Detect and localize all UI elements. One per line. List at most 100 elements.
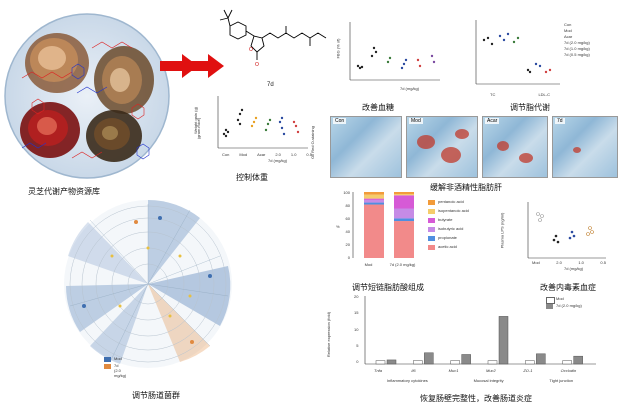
lipid-xlabels: TC LDL-C [490,92,550,97]
compound-7d-structure: O O 7d [214,6,332,92]
ganoderma-collage-image [4,13,170,179]
histology-image-mod: Mod [406,116,478,178]
scfa-bar-segment [364,202,384,205]
legend-label: 7d (2.0 mg/kg) [556,303,582,308]
ytick: 10 [354,326,359,332]
lipid-title: 调节脂代谢 [510,103,550,112]
histology-panel: Oil Red O-staining Con Mod Acar 7d [310,112,622,180]
fatty-liver-title: 缓解非酒精性脂肪肝 [430,183,502,192]
legend-item: Acar [564,34,573,39]
lps-group-labels: Mod 2.0 1.0 0.5 [532,260,606,265]
histology-label: 7d [555,118,565,124]
barrier-bar-plot [364,296,596,365]
legend-swatch [104,364,111,369]
barrier-bar [450,360,460,365]
group-label: Inflammatory cytokines [386,378,428,383]
legend-label: Mod [556,296,564,301]
barrier-bar [498,316,509,365]
histology-label: Con [333,118,347,124]
lps-footer: 7d (mg/kg) [564,266,584,271]
ytick: 5 [356,342,359,348]
scfa-bar-segment [394,195,414,209]
ytick: 0 [347,255,350,260]
gene-label: Muc1 [448,368,459,373]
legend-label: butyrate [438,217,453,222]
barrier-bar [413,360,423,365]
lps-ylabel: Plasma LPS (ng/ml) [499,212,505,249]
legend-swatch [546,304,553,309]
gene-label: Il6 [411,368,416,373]
group-label: Mucosal integrity [473,378,504,383]
ytick: 40 [345,229,350,234]
glucose-ylabel: FBG (% of) [335,38,341,59]
group-label: 2.0 [275,152,281,157]
legend-swatch [104,357,111,362]
ytick: 15 [354,310,359,316]
weight-chart-panel: Weight gain (g) (gram mice) Con Mod Acar… [193,92,312,172]
legend-item: 7d (0.5 mg/kg) [564,52,590,57]
barrier-bar [536,353,546,365]
arrow-right-icon [186,54,224,78]
group-label: Mod [239,152,248,157]
scfa-chart-panel: % 100 80 60 40 20 0 Mod 7d (2.0 mg/kg) p… [336,190,486,280]
lipid-chart-panel: TC LDL-C Con Mod Acar 7d (2.0 mg/kg) 7d … [460,18,620,104]
legend-swatch [428,209,435,214]
svg-text:O: O [249,47,253,53]
cladogram-diagram [64,199,232,368]
xlabel: LDL-C [538,92,550,97]
library-title: 灵芝代谢产物资源库 [28,187,100,196]
group-label: Mod [532,260,540,265]
group-label: 1.0 [290,152,297,157]
histology-image-7d: 7d [552,116,618,178]
scfa-bar-segment [364,204,384,258]
weight-group-labels: Con Mod Acar 2.0 1.0 0.5 [222,152,312,157]
group-label: Acar [257,152,266,157]
barrier-bar [424,352,434,365]
barrier-chart-panel: Relative expression (fold) 20 15 10 5 0 … [326,294,622,392]
scfa-bar-segment [394,221,414,258]
scfa-bar-segment [364,192,384,195]
lps-title: 改善内毒素血症 [540,283,596,292]
legend-item: Con [564,22,572,27]
group-label: Tight junction [549,378,574,383]
barrier-bar [562,360,572,365]
gene-label: ZO-1 [523,368,533,373]
histology-label: Mod [409,118,423,124]
legend-swatch [428,236,435,241]
group-label: 2.0 [556,260,562,265]
gene-label: Muc2 [486,368,496,373]
histology-label: Acar [485,118,500,124]
barrier-yticks: 20 15 10 5 0 [354,294,358,364]
group-label: 1.0 [578,260,584,265]
legend-label: isobutyric acid [438,226,464,231]
scfa-title: 调节短链脂肪酸组成 [352,283,424,292]
ytick: 100 [343,190,350,195]
barrier-ylabel: Relative expression (fold) [326,311,332,358]
histology-side-label: Oil Red O-staining [309,126,315,159]
legend-item: 7d (2.0 mg/kg) [564,40,590,45]
weight-scatter-plot [217,96,308,149]
legend-swatch [428,218,435,223]
scfa-ylabel: % [336,224,340,229]
barrier-group-labels: Inflammatory cytokines Mucosal integrity… [364,378,596,383]
chemical-structure-diagram: O O [219,9,327,68]
ytick: 60 [345,216,350,221]
barrier-bar [386,359,397,365]
scfa-bar-segment [394,193,414,196]
arrow-right-icon [160,54,198,78]
barrier-bar [573,355,583,365]
ytick: 0 [356,359,359,364]
legend-item: 7d (1.0 mg/kg) [564,46,590,51]
svg-text:O: O [255,62,259,68]
lipid-scatter-plot [475,20,560,85]
xlabel: TC [490,92,496,97]
scfa-bar-segment [394,208,414,219]
legend-label: pentanoic acid [438,199,464,204]
glucose-title: 改善血糖 [362,103,394,112]
glucose-footer: 7d (mg/kg) [400,86,420,91]
group-label: 0.5 [306,152,312,157]
xlabel: 7d (2.0 mg/kg) [389,262,416,267]
legend-label: Mod [114,356,122,361]
scfa-bar-segment [394,192,414,194]
